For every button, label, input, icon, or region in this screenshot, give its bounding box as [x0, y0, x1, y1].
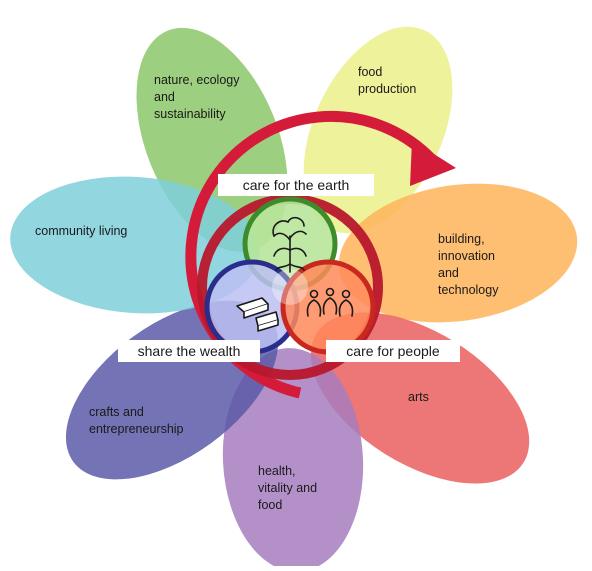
petal-label-line: community living — [35, 224, 127, 238]
petal-labels: nature, ecology and sustainability food pro… — [35, 65, 499, 512]
shared-pie-icon — [236, 297, 279, 332]
ethics-overlap-center — [272, 269, 308, 305]
cycle-arrowhead-icon — [410, 140, 456, 186]
petal-health-vitality-food — [222, 348, 364, 571]
petal-label-line: technology — [438, 283, 499, 297]
petal-label-line: nature, ecology — [154, 73, 240, 87]
tree-icon — [272, 216, 307, 273]
petal-building-innovation-technology — [338, 183, 578, 323]
petal-label-line: production — [358, 82, 416, 96]
petal-label-line: crafts and — [89, 405, 144, 419]
petal-label-line: health, — [258, 464, 296, 478]
petal-label-nature: nature, ecology and sustainability — [154, 73, 240, 121]
care-for-earth-label: care for the earth — [218, 174, 374, 196]
petal-label-line: and — [154, 90, 175, 104]
petal-label-building: building, innovation and technology — [438, 232, 499, 297]
petal-label-crafts: crafts and entrepreneurship — [89, 405, 184, 436]
people-icon — [306, 287, 354, 317]
petal-label-line: and — [438, 266, 459, 280]
petal-label-community: community living — [35, 224, 127, 238]
petal-label-line: innovation — [438, 249, 495, 263]
care-for-people-label: care for people — [326, 340, 460, 362]
ethics-circles — [204, 196, 376, 355]
petal-label-health: health, vitality and food — [258, 464, 317, 512]
petal-label-line: building, — [438, 232, 485, 246]
petal-label-line: sustainability — [154, 107, 226, 121]
petal-label-line: arts — [408, 390, 429, 404]
petal-label-arts: arts — [408, 390, 429, 404]
share-the-wealth-label: share the wealth — [118, 340, 260, 362]
petal-label-food: food production — [358, 65, 416, 96]
petal-label-line: food — [258, 498, 282, 512]
petal-label-line: vitality and — [258, 481, 317, 495]
petal-label-line: entrepreneurship — [89, 422, 184, 436]
petal-label-line: food — [358, 65, 382, 79]
